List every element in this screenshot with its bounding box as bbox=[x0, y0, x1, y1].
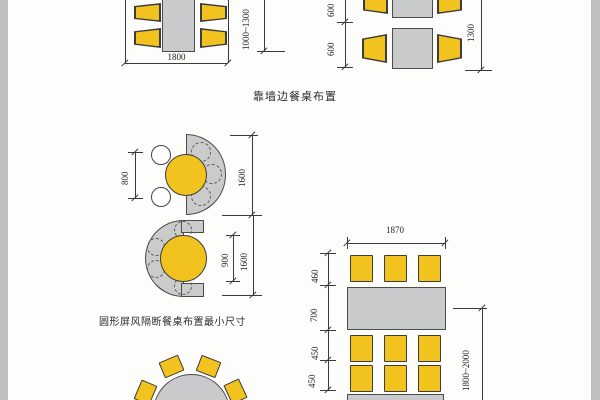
wall-line bbox=[228, 0, 230, 63]
extension-line bbox=[465, 70, 492, 72]
chair bbox=[350, 335, 373, 362]
extension-line bbox=[222, 215, 262, 217]
dimension-label: 700 bbox=[309, 308, 319, 323]
dimension-label: 450 bbox=[310, 346, 320, 361]
extension-line bbox=[337, 67, 353, 69]
dimension-line bbox=[135, 152, 137, 198]
dimension-line bbox=[345, 0, 347, 68]
extension-line bbox=[320, 330, 336, 332]
dimension-label: 1600 bbox=[237, 169, 247, 187]
dimension-line bbox=[264, 0, 266, 51]
extension-line bbox=[320, 360, 336, 362]
caption-wall-arrangement: 靠墙边餐桌布置 bbox=[253, 91, 337, 103]
dimension-label: 800 bbox=[120, 171, 130, 186]
chair bbox=[418, 365, 441, 392]
dimension-line bbox=[482, 308, 484, 400]
dimension-label: 460 bbox=[310, 269, 320, 284]
extension-line bbox=[257, 51, 285, 53]
round-table bbox=[165, 154, 207, 196]
dimension-label: 900 bbox=[220, 253, 230, 268]
dimension-line bbox=[253, 215, 255, 295]
dimension-label: 450 bbox=[307, 374, 317, 389]
dimension-label: 1000~1300 bbox=[241, 9, 251, 50]
dimension-label: 1870 bbox=[386, 225, 404, 235]
chair bbox=[437, 0, 462, 14]
extension-line bbox=[337, 22, 353, 24]
chair bbox=[437, 34, 462, 63]
round-table bbox=[160, 235, 207, 282]
page-edge-right bbox=[591, 0, 600, 400]
dimension-label: 1800~2000 bbox=[461, 350, 471, 391]
extension-line bbox=[222, 295, 262, 297]
wall-line bbox=[125, 0, 127, 63]
table-square bbox=[392, 28, 433, 69]
dimension-line bbox=[347, 243, 445, 245]
page-edge-left bbox=[0, 0, 8, 400]
chair bbox=[384, 255, 407, 282]
dimension-label: 600 bbox=[326, 42, 336, 57]
chair bbox=[200, 3, 227, 22]
chair bbox=[350, 365, 373, 392]
chair bbox=[384, 335, 407, 362]
chair bbox=[134, 3, 161, 22]
extension-line bbox=[320, 285, 336, 287]
extension-line bbox=[320, 253, 336, 255]
table-rect bbox=[347, 287, 446, 330]
table-rect bbox=[162, 0, 195, 52]
dimension-label: 1800 bbox=[167, 52, 186, 62]
extension-line bbox=[347, 237, 349, 249]
dimension-line bbox=[328, 253, 330, 390]
chair bbox=[384, 365, 407, 392]
caption-screen-arrangement: 圆形屏风隔断餐桌布置最小尺寸 bbox=[99, 317, 246, 328]
extension-line bbox=[320, 390, 336, 392]
table-square bbox=[392, 0, 433, 18]
dimension-line bbox=[125, 63, 228, 65]
dimension-line bbox=[233, 235, 235, 281]
extension-line bbox=[128, 198, 143, 200]
chair bbox=[134, 28, 161, 48]
chair bbox=[350, 255, 373, 282]
extension-line bbox=[230, 135, 258, 137]
chair bbox=[363, 0, 388, 14]
extension-line bbox=[226, 281, 240, 283]
chair bbox=[418, 335, 441, 362]
chair bbox=[362, 34, 387, 63]
dimension-line bbox=[481, 0, 483, 70]
dimension-label: 1300 bbox=[466, 24, 476, 42]
extension-line bbox=[226, 235, 240, 237]
chair bbox=[133, 379, 158, 400]
chair bbox=[200, 28, 227, 48]
chair bbox=[418, 255, 441, 282]
extension-line bbox=[453, 308, 487, 310]
extension-line bbox=[445, 237, 447, 249]
table-rect-cutoff bbox=[347, 394, 444, 400]
dimension-label: 1600 bbox=[239, 253, 249, 271]
dimension-tick bbox=[224, 59, 232, 67]
extension-line bbox=[128, 152, 143, 154]
dimension-line bbox=[252, 135, 254, 215]
stool-circle bbox=[151, 187, 171, 207]
stool-circle bbox=[151, 145, 171, 165]
dimension-label: 600 bbox=[326, 3, 336, 18]
